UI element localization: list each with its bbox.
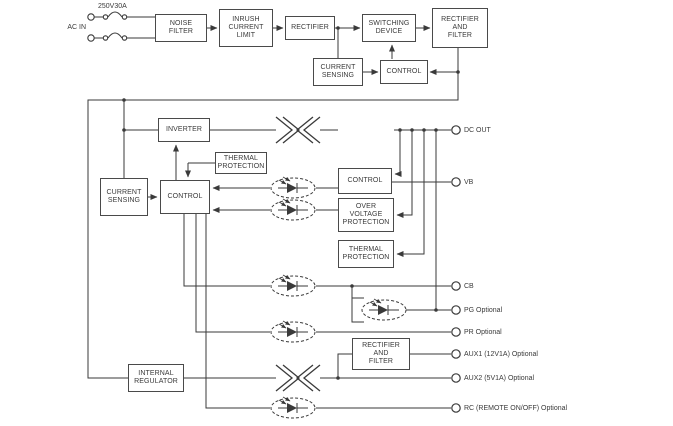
block-internal-regulator: INTERNAL REGULATOR [128, 364, 184, 392]
terminal-label-pr: PR Optional [464, 329, 502, 336]
block-inrush-current-limit: INRUSH CURRENT LIMIT [219, 9, 273, 47]
block-switching-device: SWITCHING DEVICE [362, 14, 416, 42]
optocoupler-icon [271, 321, 315, 342]
block-current-sensing-secondary: CURRENT SENSING [100, 178, 148, 216]
optocoupler-icon [271, 199, 315, 220]
optocoupler-icon [271, 177, 315, 198]
block-inverter: INVERTER [158, 118, 210, 142]
terminal-label-pg: PG Optional [464, 307, 503, 314]
transformer-icon [275, 116, 321, 144]
terminal-label-dc-out: DC OUT [464, 127, 491, 134]
block-noise-filter: NOISE FILTER [155, 14, 207, 42]
optocoupler-icon [362, 299, 406, 320]
terminal-aux1-icon [451, 349, 461, 359]
wires [87, 11, 459, 409]
fuse-icon [87, 13, 128, 42]
block-rectifier: RECTIFIER [285, 16, 335, 40]
block-control-main: CONTROL [160, 180, 210, 214]
block-rectifier-and-filter-primary: RECTIFIER AND FILTER [432, 8, 488, 48]
terminal-pg-icon [451, 305, 461, 315]
terminal-vb-icon [451, 177, 461, 187]
optocoupler-icon [271, 275, 315, 296]
terminal-label-aux1: AUX1 (12V1A) Optional [464, 351, 538, 358]
transformer-icon [275, 364, 321, 392]
optocoupler-icon [271, 397, 315, 418]
block-over-voltage-protection: OVER VOLTAGE PROTECTION [338, 198, 394, 232]
input-rating-label: 250V30A [98, 3, 127, 10]
terminal-cb-icon [451, 281, 461, 291]
block-thermal-protection-upper: THERMAL PROTECTION [215, 152, 267, 174]
junction-dots [122, 26, 460, 380]
terminal-label-cb: CB [464, 283, 474, 290]
terminal-dc-out-icon [451, 125, 461, 135]
ac-in-label: AC IN [67, 24, 86, 31]
terminal-aux2-icon [451, 373, 461, 383]
block-control-secondary: CONTROL [338, 168, 392, 194]
terminal-label-rc: RC (REMOTE ON/OFF) Optional [464, 405, 568, 412]
block-current-sensing-primary: CURRENT SENSING [313, 58, 363, 86]
block-rectifier-and-filter-aux: RECTIFIER AND FILTER [352, 338, 410, 370]
terminal-rc-icon [451, 403, 461, 413]
block-thermal-protection-lower: THERMAL PROTECTION [338, 240, 394, 268]
terminal-label-aux2: AUX2 (5V1A) Optional [464, 375, 535, 382]
terminal-label-vb: VB [464, 179, 474, 186]
block-control-primary: CONTROL [380, 60, 428, 84]
terminal-pr-icon [451, 327, 461, 337]
